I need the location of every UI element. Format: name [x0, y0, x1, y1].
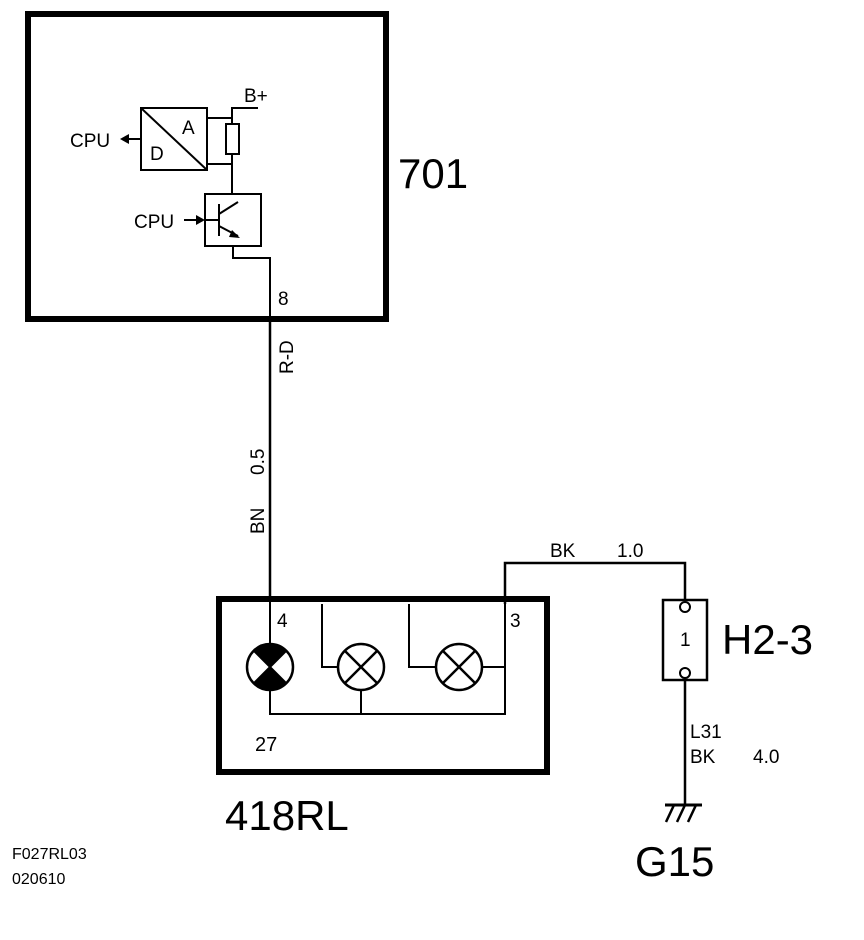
lamp-unit-housing — [216, 596, 550, 775]
connector-pin-icon — [679, 601, 691, 613]
supply-label: B+ — [244, 86, 268, 107]
module-701-label: 701 — [398, 150, 468, 197]
module-701: A D CPU B+ CPU — [25, 11, 468, 322]
wire-gauge-label: 0.5 — [248, 449, 269, 475]
ground-lower-gauge: 4.0 — [753, 747, 779, 768]
adc-a-label: A — [182, 118, 195, 139]
cpu-output-label: CPU — [70, 131, 110, 152]
bulb-icon — [434, 642, 484, 692]
ground-circuit-label: L31 — [690, 722, 722, 743]
figure-id: F027RL03 — [12, 846, 87, 863]
ground-g15: G15 — [635, 803, 714, 885]
pullup-resistor — [207, 107, 258, 194]
wire-ground-lower: L31 BK 4.0 — [683, 678, 779, 805]
connector-pin-icon — [679, 667, 691, 679]
lamp-unit-418rl: 4 3 27 418RL — [216, 596, 550, 839]
figure-footer: F027RL03 020610 — [12, 846, 87, 888]
wire-signal-label: R-D — [277, 340, 298, 374]
ground-wire-color: BK — [550, 541, 576, 562]
connector-h2-3: 1 H2-3 — [661, 598, 813, 682]
bulb-icon — [336, 642, 386, 692]
wire-ground-upper: BK 1.0 — [503, 541, 687, 604]
lamp-unit-pin-27: 27 — [255, 734, 277, 756]
adc-d-label: D — [150, 144, 164, 165]
transistor-symbol — [204, 193, 262, 247]
cpu-input-arrow — [184, 215, 205, 225]
module-701-housing — [25, 11, 389, 322]
connector-body — [661, 598, 709, 682]
ground-wire-gauge: 1.0 — [617, 541, 643, 562]
indicator-lamp-icon — [245, 642, 295, 692]
cpu-input-label: CPU — [134, 212, 174, 233]
wire-color-label: BN — [248, 508, 269, 534]
lamp-unit-pin-4: 4 — [277, 611, 288, 632]
module-701-pin-8: 8 — [278, 289, 289, 310]
ad-converter-symbol: A D — [140, 107, 208, 171]
ground-lower-color: BK — [690, 747, 716, 768]
ground-symbol-icon — [664, 803, 702, 823]
date-code: 020610 — [12, 871, 65, 888]
ground-label: G15 — [635, 838, 714, 885]
internal-wire-pin8 — [232, 246, 271, 319]
lamp-unit-label: 418RL — [225, 792, 349, 839]
wire-701-to-418rl: R-D 0.5 BN — [248, 319, 298, 600]
connector-label: H2-3 — [722, 616, 813, 663]
cpu-output-arrow — [120, 134, 141, 144]
connector-pin-number: 1 — [680, 630, 691, 651]
lamp-unit-pin-3: 3 — [510, 611, 521, 632]
